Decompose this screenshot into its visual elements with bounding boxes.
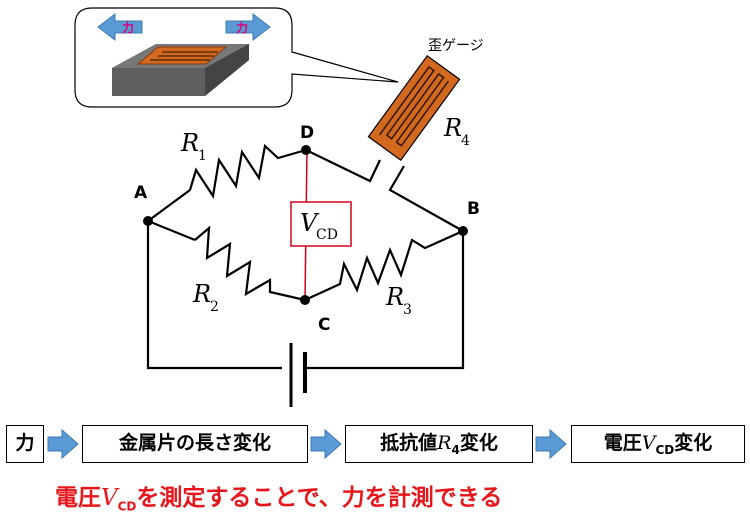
resistor-r1 xyxy=(188,143,307,199)
vcd-subscript: CD xyxy=(316,227,338,243)
flow-step3-symbol: R xyxy=(437,432,452,454)
flow-step3-suffix: 変化 xyxy=(459,432,498,454)
node-b-label: B xyxy=(467,199,480,219)
flow-step4-subscript: CD xyxy=(655,442,675,457)
conclusion-symbol: V xyxy=(101,485,118,511)
force-arrow-right xyxy=(225,12,271,42)
r2-subscript: 2 xyxy=(210,299,219,315)
flow-arrows xyxy=(47,428,567,460)
conclusion-subscript: CD xyxy=(117,499,137,514)
resistor-r3 xyxy=(304,229,464,302)
force-arrow-left xyxy=(97,12,143,42)
flow-step-force: 力 xyxy=(6,425,44,463)
flow-step4-prefix: 電圧 xyxy=(603,432,642,454)
r2-symbol: R xyxy=(192,280,211,308)
flow-step-force-label: 力 xyxy=(15,432,35,454)
flow-step3-prefix: 抵抗値 xyxy=(380,432,438,454)
r4-symbol: R xyxy=(443,114,462,142)
circuit-wires xyxy=(146,143,465,370)
inset-callout: 力 力 xyxy=(74,7,399,108)
vcd-symbol: V xyxy=(300,209,320,237)
node-d-dot xyxy=(301,145,311,155)
flow-step-resistance-change: 抵抗値R4変化 xyxy=(345,425,533,463)
node-a-label: A xyxy=(134,183,148,203)
flow-step-voltage-change: 電圧VCD変化 xyxy=(571,425,745,463)
flow-step3-subscript: 4 xyxy=(451,442,460,457)
conclusion-text: 電圧VCDを測定することで、力を計測できる xyxy=(55,478,695,514)
node-d-label: D xyxy=(300,123,314,143)
node-a-dot xyxy=(143,216,153,226)
resistor-r2 xyxy=(194,225,306,302)
strain-gauge-label: 歪ゲージ xyxy=(428,38,484,54)
r1-subscript: 1 xyxy=(198,148,207,164)
flow-arrow-1 xyxy=(47,428,79,460)
force-label-right: 力 xyxy=(236,20,248,35)
flow-step4-suffix: 変化 xyxy=(674,432,713,454)
node-c-dot xyxy=(300,295,310,305)
r3-symbol: R xyxy=(385,283,404,311)
r1-symbol: R xyxy=(180,129,199,157)
flow-step-length-change-label: 金属片の長さ変化 xyxy=(118,432,271,454)
force-label-left: 力 xyxy=(122,20,134,35)
flow-step-length-change: 金属片の長さ変化 xyxy=(82,425,308,463)
r4-subscript: 4 xyxy=(461,133,470,149)
conclusion-suffix: を測定することで、力を計測できる xyxy=(136,485,503,511)
conclusion-prefix: 電圧 xyxy=(55,485,101,511)
battery xyxy=(289,343,307,407)
r3-subscript: 3 xyxy=(403,302,412,318)
vcd-box xyxy=(290,201,352,247)
strain-gauge-r4 xyxy=(367,54,461,162)
node-b-dot xyxy=(458,226,468,236)
flow-arrow-2 xyxy=(310,428,342,460)
flow-step4-symbol: V xyxy=(641,432,656,454)
node-c-label: C xyxy=(318,315,330,335)
flow-arrow-3 xyxy=(535,428,567,460)
